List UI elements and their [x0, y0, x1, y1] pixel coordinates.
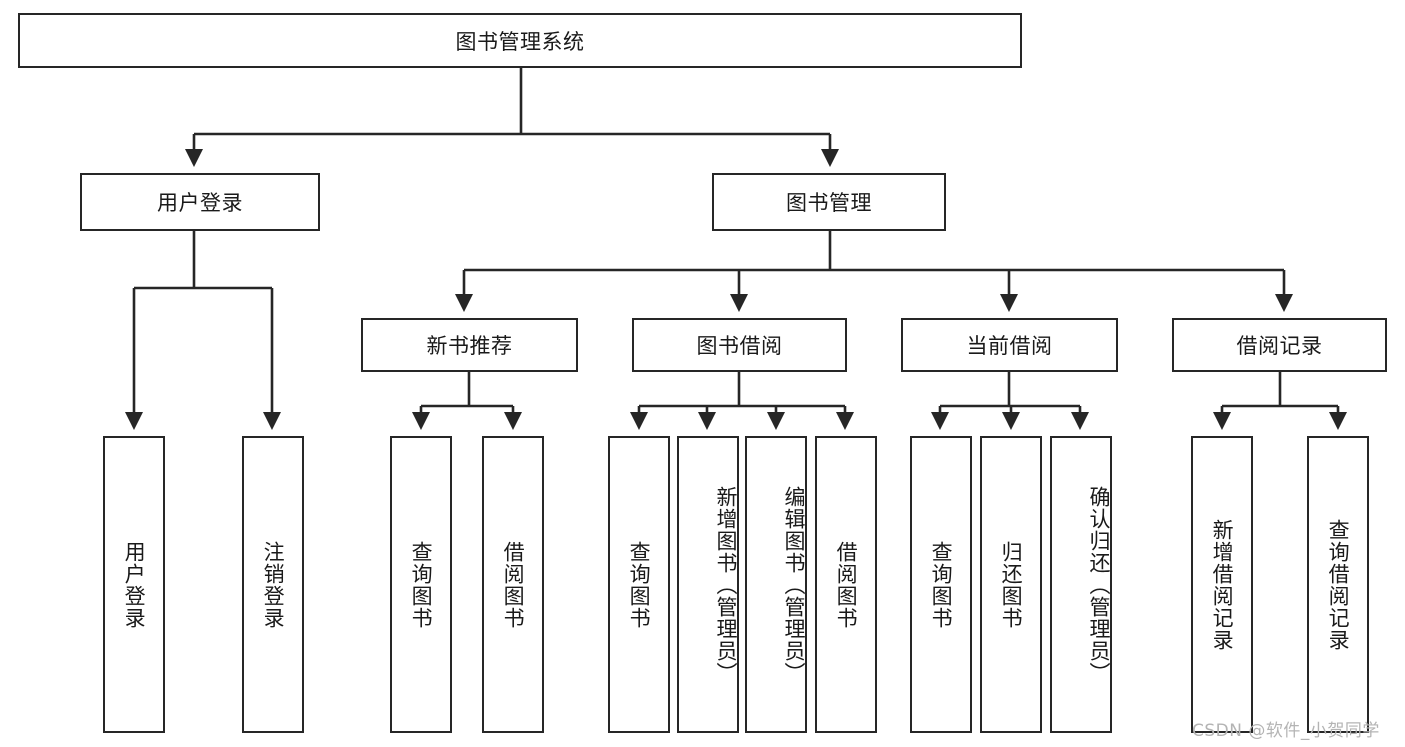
- csdn-watermark: CSDN @软件_小贺同学: [1192, 721, 1380, 741]
- node-user-login[interactable]: 用户登录: [80, 173, 320, 231]
- leaf-current-borrow-query[interactable]: 查询图书: [910, 436, 972, 733]
- leaf-new-book-query[interactable]: 查询图书: [390, 436, 452, 733]
- leaf-book-borrow-edit[interactable]: 编辑图书（管理员）: [745, 436, 807, 733]
- node-book-borrow[interactable]: 图书借阅: [632, 318, 847, 372]
- node-new-book-recommend[interactable]: 新书推荐: [361, 318, 578, 372]
- leaf-current-borrow-return[interactable]: 归还图书: [980, 436, 1042, 733]
- leaf-book-borrow-add[interactable]: 新增图书（管理员）: [677, 436, 739, 733]
- leaf-book-borrow-query[interactable]: 查询图书: [608, 436, 670, 733]
- node-current-borrow[interactable]: 当前借阅: [901, 318, 1118, 372]
- leaf-new-book-borrow[interactable]: 借阅图书: [482, 436, 544, 733]
- leaf-book-borrow-borrow[interactable]: 借阅图书: [815, 436, 877, 733]
- leaf-borrow-record-query[interactable]: 查询借阅记录: [1307, 436, 1369, 733]
- node-borrow-record[interactable]: 借阅记录: [1172, 318, 1387, 372]
- node-book-management[interactable]: 图书管理: [712, 173, 946, 231]
- node-root-system[interactable]: 图书管理系统: [18, 13, 1022, 68]
- leaf-current-borrow-confirm[interactable]: 确认归还（管理员）: [1050, 436, 1112, 733]
- leaf-borrow-record-add[interactable]: 新增借阅记录: [1191, 436, 1253, 733]
- leaf-user-login-login[interactable]: 用户登录: [103, 436, 165, 733]
- leaf-user-login-logout[interactable]: 注销登录: [242, 436, 304, 733]
